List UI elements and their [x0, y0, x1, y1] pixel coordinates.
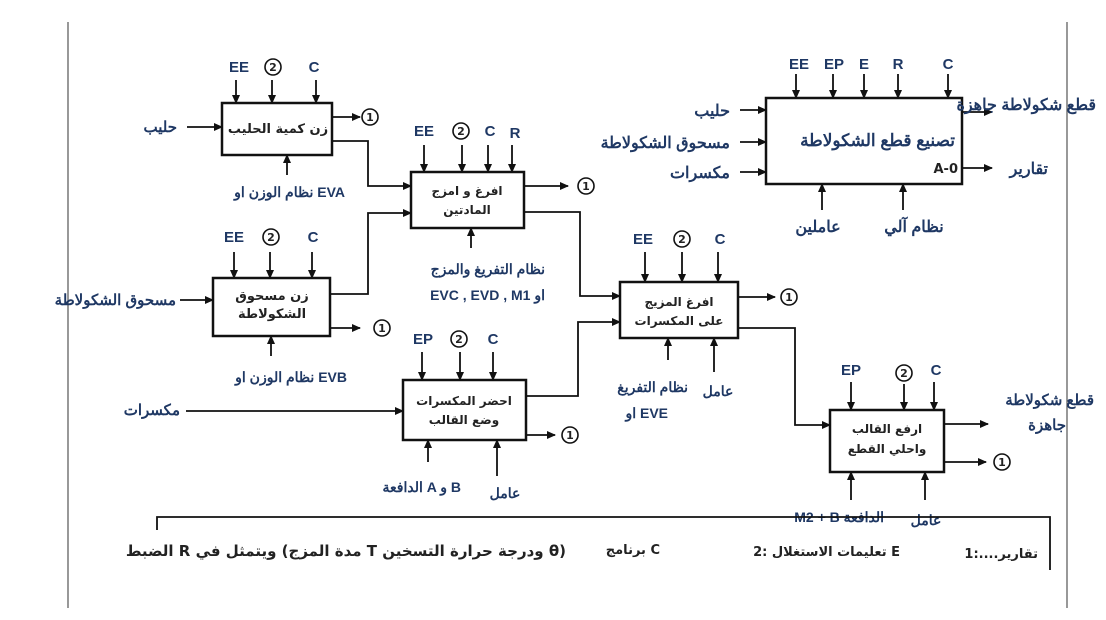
block-lift-mold: ارفع القالب واحلي القطع EP 2 C 1 قطع شكو… [794, 362, 1094, 528]
context-control-ep: EP [824, 56, 844, 73]
block-weigh-milk-input: حليب [144, 119, 178, 136]
block-pour-mix-report: 1 [785, 291, 793, 304]
instruction-2-icon [450, 330, 468, 348]
context-input-nuts: مكسرات [670, 165, 730, 183]
context-control-e: E [859, 56, 869, 73]
block-weigh-cocoa-title-2: الشكولاطة [238, 307, 306, 322]
instruction-2-icon [895, 364, 913, 382]
block-nuts-mold-box [401, 378, 528, 442]
legend-item-4: الضبط R ويتمثل في (مدة المزج T ودرجة حرا… [126, 542, 566, 560]
block-pour-mix: افرغ المزيج على المكسرات EE 2 C 1 نظام ا… [617, 230, 798, 422]
report-1-icon [361, 108, 379, 126]
block-empty-mix-ctrl-r: R [510, 125, 521, 142]
block-pour-mix-support-1a: نظام التفريغ [617, 379, 688, 396]
block-nuts-mold-ctrl-2: 2 [455, 333, 463, 346]
block-nuts-mold-input: مكسرات [124, 402, 180, 419]
instruction-2-icon [452, 122, 470, 140]
context-title: تصنيع قطع الشكولاطة [800, 131, 955, 151]
block-nuts-mold-ctrl-ep: EP [413, 331, 433, 348]
block-weigh-milk-support: نظام الوزن او EVA [233, 184, 345, 201]
block-lift-mold-report: 1 [998, 456, 1006, 469]
context-diagram: تصنيع قطع الشكولاطة A-0 حليب مسحوق الشكو… [601, 56, 1096, 237]
legend: 1:....تقارير 2: تعليمات الاستغلال E برنا… [126, 516, 1051, 570]
instruction-2-icon [673, 230, 691, 248]
block-weigh-milk-report: 1 [366, 111, 374, 124]
block-empty-mix-box [409, 170, 526, 230]
block-lift-mold-support-2: عامل [911, 512, 942, 528]
block-pour-mix-title-1: افرغ المزيج [644, 295, 713, 309]
context-output-product: قطع شكولاطة جاهزة [956, 97, 1096, 115]
context-mech-workers: عاملين [795, 219, 840, 237]
block-pour-mix-ctrl-ee: EE [633, 231, 653, 248]
block-pour-mix-box [618, 280, 740, 340]
block-lift-mold-ctrl-2: 2 [900, 367, 908, 380]
report-1-icon [577, 177, 595, 195]
context-control-ee: EE [789, 56, 809, 73]
instruction-2-icon [264, 58, 282, 76]
flow-connectors [330, 140, 831, 429]
block-pour-mix-support-2: عامل [703, 383, 734, 399]
block-nuts-mold-support-2: عامل [490, 485, 521, 501]
block-pour-mix-title-2: على المكسرات [635, 314, 724, 328]
block-pour-mix-ctrl-2: 2 [678, 233, 686, 246]
report-1-icon [780, 288, 798, 306]
block-nuts-mold-title-1: احضر المكسرات [416, 394, 512, 408]
block-empty-mix-support-1: نظام التفريغ والمزج [431, 261, 545, 278]
block-empty-mix-ctrl-2: 2 [457, 125, 465, 138]
context-control-c: C [943, 56, 954, 73]
block-lift-mold-output-2: جاهزة [1028, 417, 1066, 434]
block-lift-mold-ctrl-c: C [931, 362, 942, 379]
report-1-icon [373, 319, 391, 337]
report-1-icon [561, 426, 579, 444]
block-pour-mix-support-1b: او EVE [624, 405, 668, 422]
context-control-r: R [893, 56, 904, 73]
context-mech-auto: نظام آلي [884, 215, 943, 237]
legend-item-3: برنامج C [606, 543, 660, 558]
block-empty-mix-title-1: افرغ و امزج [431, 184, 502, 199]
block-empty-mix-ctrl-c: C [485, 123, 496, 140]
instruction-2-icon [262, 228, 280, 246]
context-output-reports: تقارير [1009, 161, 1049, 179]
block-nuts-mold-report: 1 [566, 429, 574, 442]
block-empty-mix-ctrl-ee: EE [414, 123, 434, 140]
block-pour-mix-ctrl-c: C [715, 231, 726, 248]
legend-item-2: 2: تعليمات الاستغلال E [753, 545, 900, 560]
block-lift-mold-box [828, 408, 946, 474]
report-1-icon [993, 453, 1011, 471]
block-weigh-cocoa-input: مسحوق الشكولاطة [55, 292, 176, 309]
block-empty-mix-title-2: المادتين [443, 203, 491, 217]
legend-item-1: 1:....تقارير [964, 547, 1038, 562]
block-nuts-mold-ctrl-c: C [488, 331, 499, 348]
context-input-cocoa: مسحوق الشكولاطة [601, 135, 730, 153]
context-code: A-0 [933, 162, 958, 177]
context-input-milk: حليب [694, 103, 730, 120]
block-weigh-cocoa-ctrl-c: C [308, 229, 319, 246]
block-nuts-mold-title-2: وضع القالب [429, 413, 499, 428]
block-weigh-milk-ctrl-c: C [309, 59, 320, 76]
block-empty-mix-support-2: EVC , EVD , M1 او [430, 287, 545, 304]
block-lift-mold-output-1: قطع شكولاطة [1005, 392, 1094, 409]
block-empty-mix-report: 1 [582, 180, 590, 193]
block-lift-mold-title-1: ارفع القالب [852, 422, 922, 436]
block-weigh-milk: زن كمية الحليب حليب EE 2 C 1 نظام الوزن … [144, 58, 379, 201]
block-weigh-milk-title: زن كمية الحليب [228, 122, 328, 137]
block-lift-mold-title-2: واحلي القطع [848, 442, 927, 457]
block-weigh-cocoa-title-1: زن مسحوق [235, 289, 309, 304]
block-weigh-cocoa: زن مسحوق الشكولاطة مسحوق الشكولاطة EE 2 … [55, 228, 391, 386]
block-weigh-cocoa-ctrl-ee: EE [224, 229, 244, 246]
block-weigh-cocoa-report: 1 [378, 322, 386, 335]
block-empty-mix: افرغ و امزج المادتين EE 2 C R 1 نظام الت… [409, 122, 595, 304]
block-weigh-milk-ctrl-2: 2 [269, 61, 277, 74]
block-nuts-mold-support-1: الدافعة A و B [383, 479, 462, 496]
block-weigh-cocoa-support: نظام الوزن او EVB [234, 369, 347, 386]
block-lift-mold-ctrl-ep: EP [841, 362, 861, 379]
block-weigh-milk-ctrl-ee: EE [229, 59, 249, 76]
block-weigh-cocoa-ctrl-2: 2 [267, 231, 275, 244]
block-nuts-mold: احضر المكسرات وضع القالب مكسرات EP 2 C 1… [124, 330, 579, 501]
